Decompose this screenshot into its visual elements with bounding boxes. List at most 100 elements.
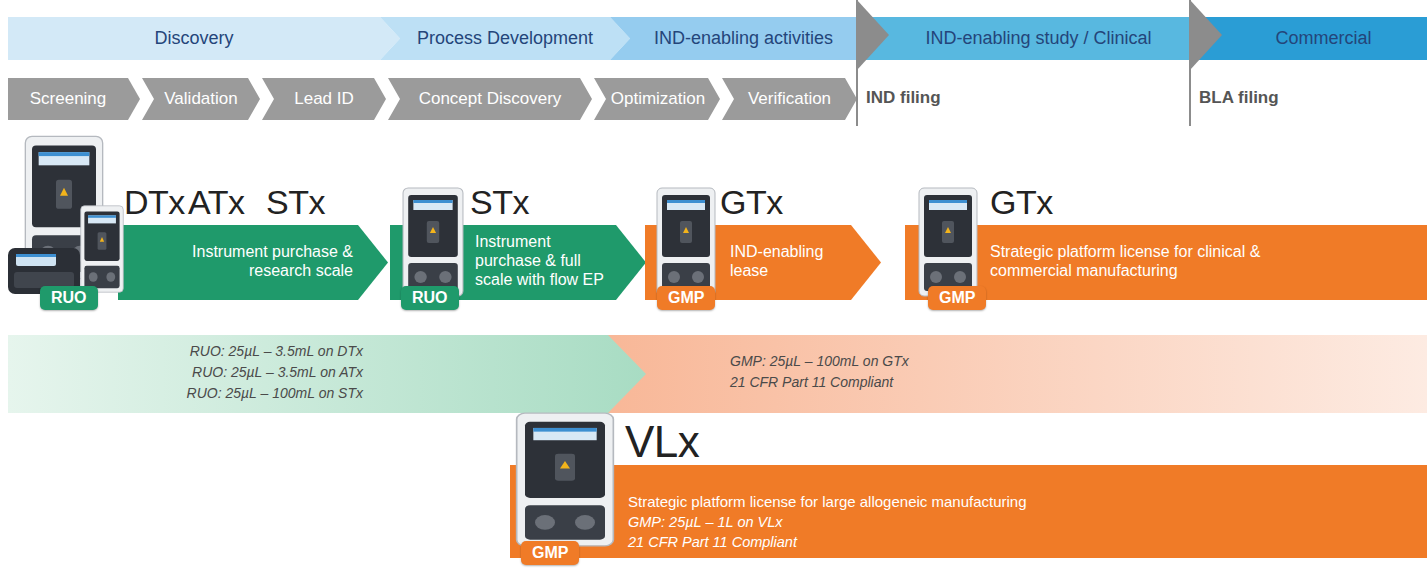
node-text: IND-enabling study / Clinical [887,28,1190,49]
node-text: Process Development [400,28,610,49]
phase-band: IND-enabling study / Clinical [857,17,1190,60]
node-text: 21 CFR Part 11 Compliant [730,374,1090,390]
range-band: RUO: 25µL – 3.5mL on DTxRUO: 25µL – 3.5m… [8,335,648,413]
text-slot: Concept Discovery [400,89,580,109]
node-text: IND-enabling activities [630,28,857,49]
text-slot: IND filing [866,88,941,108]
badge-text: RUO [51,289,87,307]
text-slot: Process Development [400,28,610,49]
filing-label: BLA filing [1199,88,1279,108]
text-slot: Strategic platform license for large all… [628,493,1248,510]
step-chevron: Concept Discovery [388,78,592,120]
shape-fill [600,335,1427,413]
badge-text: GMP [939,289,975,307]
node-text: Commercial [1220,28,1427,49]
node-text: RUO: 25µL – 100mL on STx [103,385,363,401]
node-text: Instrument purchase & research scale [158,242,353,280]
node-text: RUO: 25µL – 3.5mL on DTx [103,343,363,359]
node-text: Instrument purchase & full scale with fl… [475,232,620,289]
shape-fill [1190,17,1427,60]
step-chevron: Optimization [594,78,720,120]
node-text: Strategic platform license for clinical … [990,242,1335,280]
phase-chevron: Process Development [380,17,630,60]
text-slot: Strategic platform license for clinical … [990,242,1335,280]
text-slot: DTx [124,185,186,219]
text-slot: ATx [188,185,260,219]
text-slot: IND-enabling study / Clinical [887,28,1190,49]
shape-fill [594,78,720,120]
badge-text: RUO [412,289,448,307]
step-chevron: Validation [142,78,260,120]
text-slot: GTx [990,185,1075,219]
product-arrow: DTxATxSTxInstrument purchase & research … [118,180,390,305]
text-slot: Commercial [1220,28,1427,49]
text-slot: 21 CFR Part 11 Compliant [730,374,1090,390]
text-slot: VLx [625,420,735,464]
shape-fill [857,17,1190,60]
badge-text: GMP [668,289,704,307]
shape-fill [118,225,388,300]
shape-fill [262,78,386,120]
text-slot: Instrument purchase & research scale [158,242,353,280]
step-chevron: Screening [8,78,140,120]
shape-fill [722,78,857,120]
text-slot: IND-enabling lease [730,242,845,280]
node-text: DTx [124,185,186,219]
node-text: GTx [990,185,1075,219]
node-text: STx [266,185,336,219]
node-text: GTx [720,185,805,219]
node-text: RUO: 25µL – 3.5mL on ATx [103,364,363,380]
node-text: GMP: 25µL – 100mL on GTx [730,353,1090,369]
text-slot: Verification [734,89,845,109]
text-slot: Lead ID [274,89,374,109]
text-slot: Validation [154,89,248,109]
node-text: ATx [188,185,260,219]
license-band: VLxStrategic platform license for large … [510,428,1427,560]
text-slot: STx [470,185,550,219]
badge: RUO [401,286,459,310]
text-slot: RUO: 25µL – 100mL on STx [103,385,363,401]
node-text: GMP: 25µL – 1L on VLx [628,514,1028,530]
shape-fill [380,17,630,60]
node-text: Validation [154,89,248,109]
text-slot: Optimization [606,89,710,109]
shape-fill [8,78,140,120]
shape-outline [600,335,1427,413]
text-slot: RUO: 25µL – 3.5mL on DTx [103,343,363,359]
step-chevron: Verification [722,78,857,120]
text-slot: 21 CFR Part 11 Compliant [628,534,1028,550]
shape-fill [610,17,857,60]
shape-fill [142,78,260,120]
phase-band: Commercial [1190,17,1427,60]
badge: GMP [521,541,579,565]
node-text: Screening [8,89,128,109]
node-text: Lead ID [274,89,374,109]
node-text: STx [470,185,550,219]
badge: GMP [928,286,986,310]
node-text: Verification [734,89,845,109]
filing-label: IND filing [866,88,941,108]
text-slot: RUO: 25µL – 3.5mL on ATx [103,364,363,380]
node-text: Concept Discovery [400,89,580,109]
node-text: IND-enabling lease [730,242,845,280]
shape-fill [8,17,400,60]
badge: RUO [40,286,98,310]
node-text: Optimization [606,89,710,109]
text-slot: BLA filing [1199,88,1279,108]
text-slot: GTx [720,185,805,219]
text-slot: GMP: 25µL – 100mL on GTx [730,353,1090,369]
text-slot: Discovery [8,28,380,49]
node-text: VLx [625,420,735,464]
text-slot: STx [266,185,336,219]
text-slot: IND-enabling activities [630,28,857,49]
step-chevron: Lead ID [262,78,386,120]
node-text: Strategic platform license for large all… [628,493,1248,510]
badge: GMP [657,286,715,310]
node-text: Discovery [8,28,380,49]
text-slot: Screening [8,89,128,109]
node-text: 21 CFR Part 11 Compliant [628,534,1028,550]
shape-fill [510,465,1427,558]
range-band: GMP: 25µL – 100mL on GTx 21 CFR Part 11 C… [600,335,1427,413]
phase-chevron: IND-enabling activities [610,17,857,60]
